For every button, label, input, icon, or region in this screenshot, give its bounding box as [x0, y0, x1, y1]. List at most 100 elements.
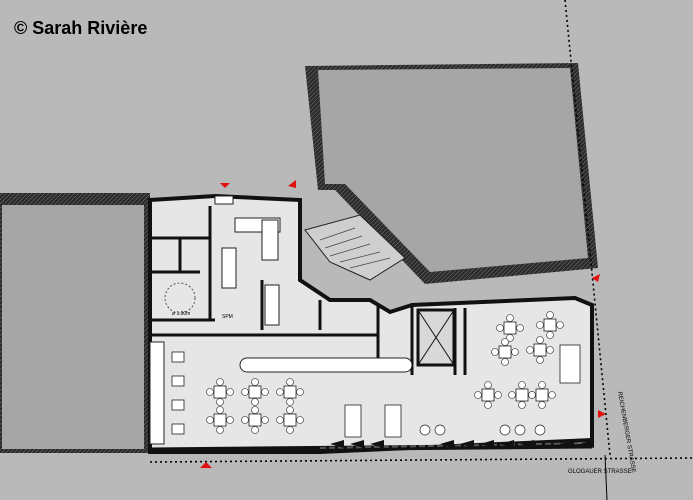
entrance-marker	[288, 180, 296, 188]
chair	[546, 346, 554, 354]
table	[344, 404, 362, 438]
chair	[241, 416, 249, 424]
street-label-south: GLOGAUER STRASSE	[568, 469, 632, 475]
chair	[261, 416, 269, 424]
neighbour-building-north	[305, 63, 598, 284]
chair	[536, 356, 544, 364]
elevator-shaft	[416, 308, 456, 367]
chair	[518, 401, 526, 409]
chair	[251, 398, 259, 406]
table	[171, 351, 185, 363]
table	[559, 344, 581, 384]
chair	[206, 388, 214, 396]
chair	[286, 398, 294, 406]
table	[241, 378, 269, 406]
chair	[251, 426, 259, 434]
table	[206, 406, 234, 434]
chair	[251, 406, 259, 414]
chair	[296, 416, 304, 424]
chair	[506, 334, 514, 342]
property-boundary	[149, 0, 693, 463]
facade-windows	[330, 440, 594, 448]
neighbour-building-west	[0, 193, 150, 453]
chair	[216, 378, 224, 386]
window-arrow	[480, 440, 494, 448]
table	[528, 381, 556, 409]
window-arrow	[440, 440, 454, 448]
table	[474, 381, 502, 409]
entrance-markers	[200, 180, 606, 468]
stool	[514, 424, 526, 436]
street-edge-line	[604, 454, 608, 500]
chair	[501, 358, 509, 366]
chair	[494, 391, 502, 399]
chair	[296, 388, 304, 396]
bar-counter	[149, 341, 413, 445]
table	[536, 311, 564, 339]
chair	[506, 314, 514, 322]
chair	[526, 346, 534, 354]
table	[384, 404, 402, 438]
dining-tables	[171, 311, 581, 438]
chair	[538, 401, 546, 409]
chair	[286, 378, 294, 386]
table	[276, 378, 304, 406]
stool	[419, 424, 431, 436]
window-arrow	[580, 440, 594, 448]
chair	[501, 338, 509, 346]
chair	[546, 311, 554, 319]
table	[496, 314, 524, 342]
chair	[226, 388, 234, 396]
chair	[518, 381, 526, 389]
chair	[484, 381, 492, 389]
entrance-marker	[220, 183, 230, 188]
chair	[216, 398, 224, 406]
chair	[538, 381, 546, 389]
chair	[511, 348, 519, 356]
table	[171, 423, 185, 435]
table	[276, 406, 304, 434]
chair	[491, 348, 499, 356]
chair	[536, 336, 544, 344]
table	[241, 406, 269, 434]
table	[171, 399, 185, 411]
chair	[241, 388, 249, 396]
chair	[251, 378, 259, 386]
entrance-marker	[592, 274, 600, 282]
entrance-marker	[200, 462, 212, 468]
window-arrow	[370, 440, 384, 448]
entrance-marker	[598, 410, 606, 418]
chair	[286, 426, 294, 434]
turning-circle	[164, 282, 196, 314]
chair	[536, 321, 544, 329]
chair	[276, 416, 284, 424]
chair	[496, 324, 504, 332]
window-arrow	[500, 440, 514, 448]
window-arrow	[560, 440, 574, 448]
room-tag: SPM	[222, 314, 233, 320]
chair	[484, 401, 492, 409]
chair	[528, 391, 536, 399]
chair	[206, 416, 214, 424]
chair	[216, 426, 224, 434]
kitchen-counters	[214, 195, 281, 326]
chair	[546, 331, 554, 339]
chair	[516, 324, 524, 332]
table	[171, 375, 185, 387]
copyright-notice: © Sarah Rivière	[14, 18, 148, 38]
chair	[216, 406, 224, 414]
stool	[499, 424, 511, 436]
stairwell	[304, 214, 406, 281]
chair	[548, 391, 556, 399]
chair	[286, 406, 294, 414]
table	[491, 338, 519, 366]
chair	[474, 391, 482, 399]
stool	[534, 424, 546, 436]
window-arrow	[460, 440, 474, 448]
window-arrow	[520, 440, 534, 448]
table	[526, 336, 554, 364]
chair	[261, 388, 269, 396]
turning-circle-label: ø 1.50m	[172, 311, 190, 317]
stool	[434, 424, 446, 436]
